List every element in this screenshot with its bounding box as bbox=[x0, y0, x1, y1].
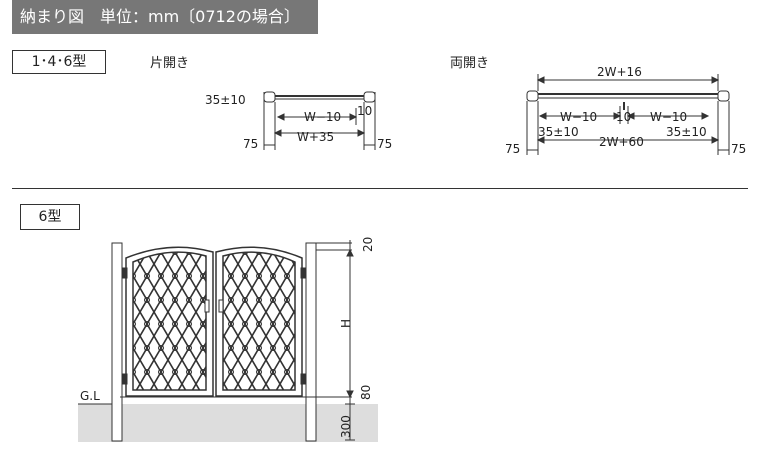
double-swing-plan bbox=[526, 74, 730, 155]
right-post bbox=[305, 242, 317, 442]
page-title: 納まり図 単位：mm〔0712の場合〕 bbox=[12, 0, 318, 34]
ground-section bbox=[78, 404, 378, 442]
dim-20-label: 20 bbox=[361, 237, 375, 252]
dim-80-label: 80 bbox=[359, 385, 373, 400]
single-swing-plan bbox=[263, 91, 376, 150]
double-dim-35-right: 35±10 bbox=[666, 125, 707, 139]
double-dim-w10-left: W−10 bbox=[560, 110, 597, 124]
single-dim-35: 35±10 bbox=[205, 93, 246, 107]
double-swing-title: 両開き bbox=[450, 56, 490, 71]
single-post-right-icon bbox=[363, 91, 376, 103]
double-dim-75-left: 75 bbox=[505, 142, 520, 156]
double-dim-35-left: 35±10 bbox=[538, 125, 579, 139]
left-handle-icon bbox=[204, 299, 210, 313]
single-dim-w35: W+35 bbox=[297, 130, 334, 144]
right-handle-icon bbox=[218, 299, 224, 313]
single-dim-75-left: 75 bbox=[243, 137, 258, 151]
double-post-right-icon bbox=[717, 90, 730, 102]
double-dim-w10-right: W−10 bbox=[650, 110, 687, 124]
double-dim-75-right: 75 bbox=[731, 142, 746, 156]
dim-h-label: H bbox=[339, 319, 353, 328]
single-dim-75-right: 75 bbox=[377, 137, 392, 151]
single-post-left-icon bbox=[263, 91, 276, 103]
section-divider bbox=[12, 188, 748, 189]
double-dim-2w60: 2W+60 bbox=[599, 135, 644, 149]
left-post bbox=[111, 242, 123, 442]
double-dim-10: 10 bbox=[616, 110, 631, 124]
double-dim-2w16: 2W+16 bbox=[597, 65, 642, 79]
dim-300-label: 300 bbox=[339, 415, 353, 438]
single-dim-w10: W−10 bbox=[304, 110, 341, 124]
type-label-146: 1･4･6型 bbox=[12, 50, 106, 74]
gl-label: G.L bbox=[80, 389, 100, 403]
single-swing-title: 片開き bbox=[150, 56, 190, 71]
double-post-left-icon bbox=[526, 90, 539, 102]
gate-elevation bbox=[111, 240, 355, 442]
single-dim-10: 10 bbox=[357, 104, 372, 118]
type-label-6: 6型 bbox=[20, 204, 80, 230]
